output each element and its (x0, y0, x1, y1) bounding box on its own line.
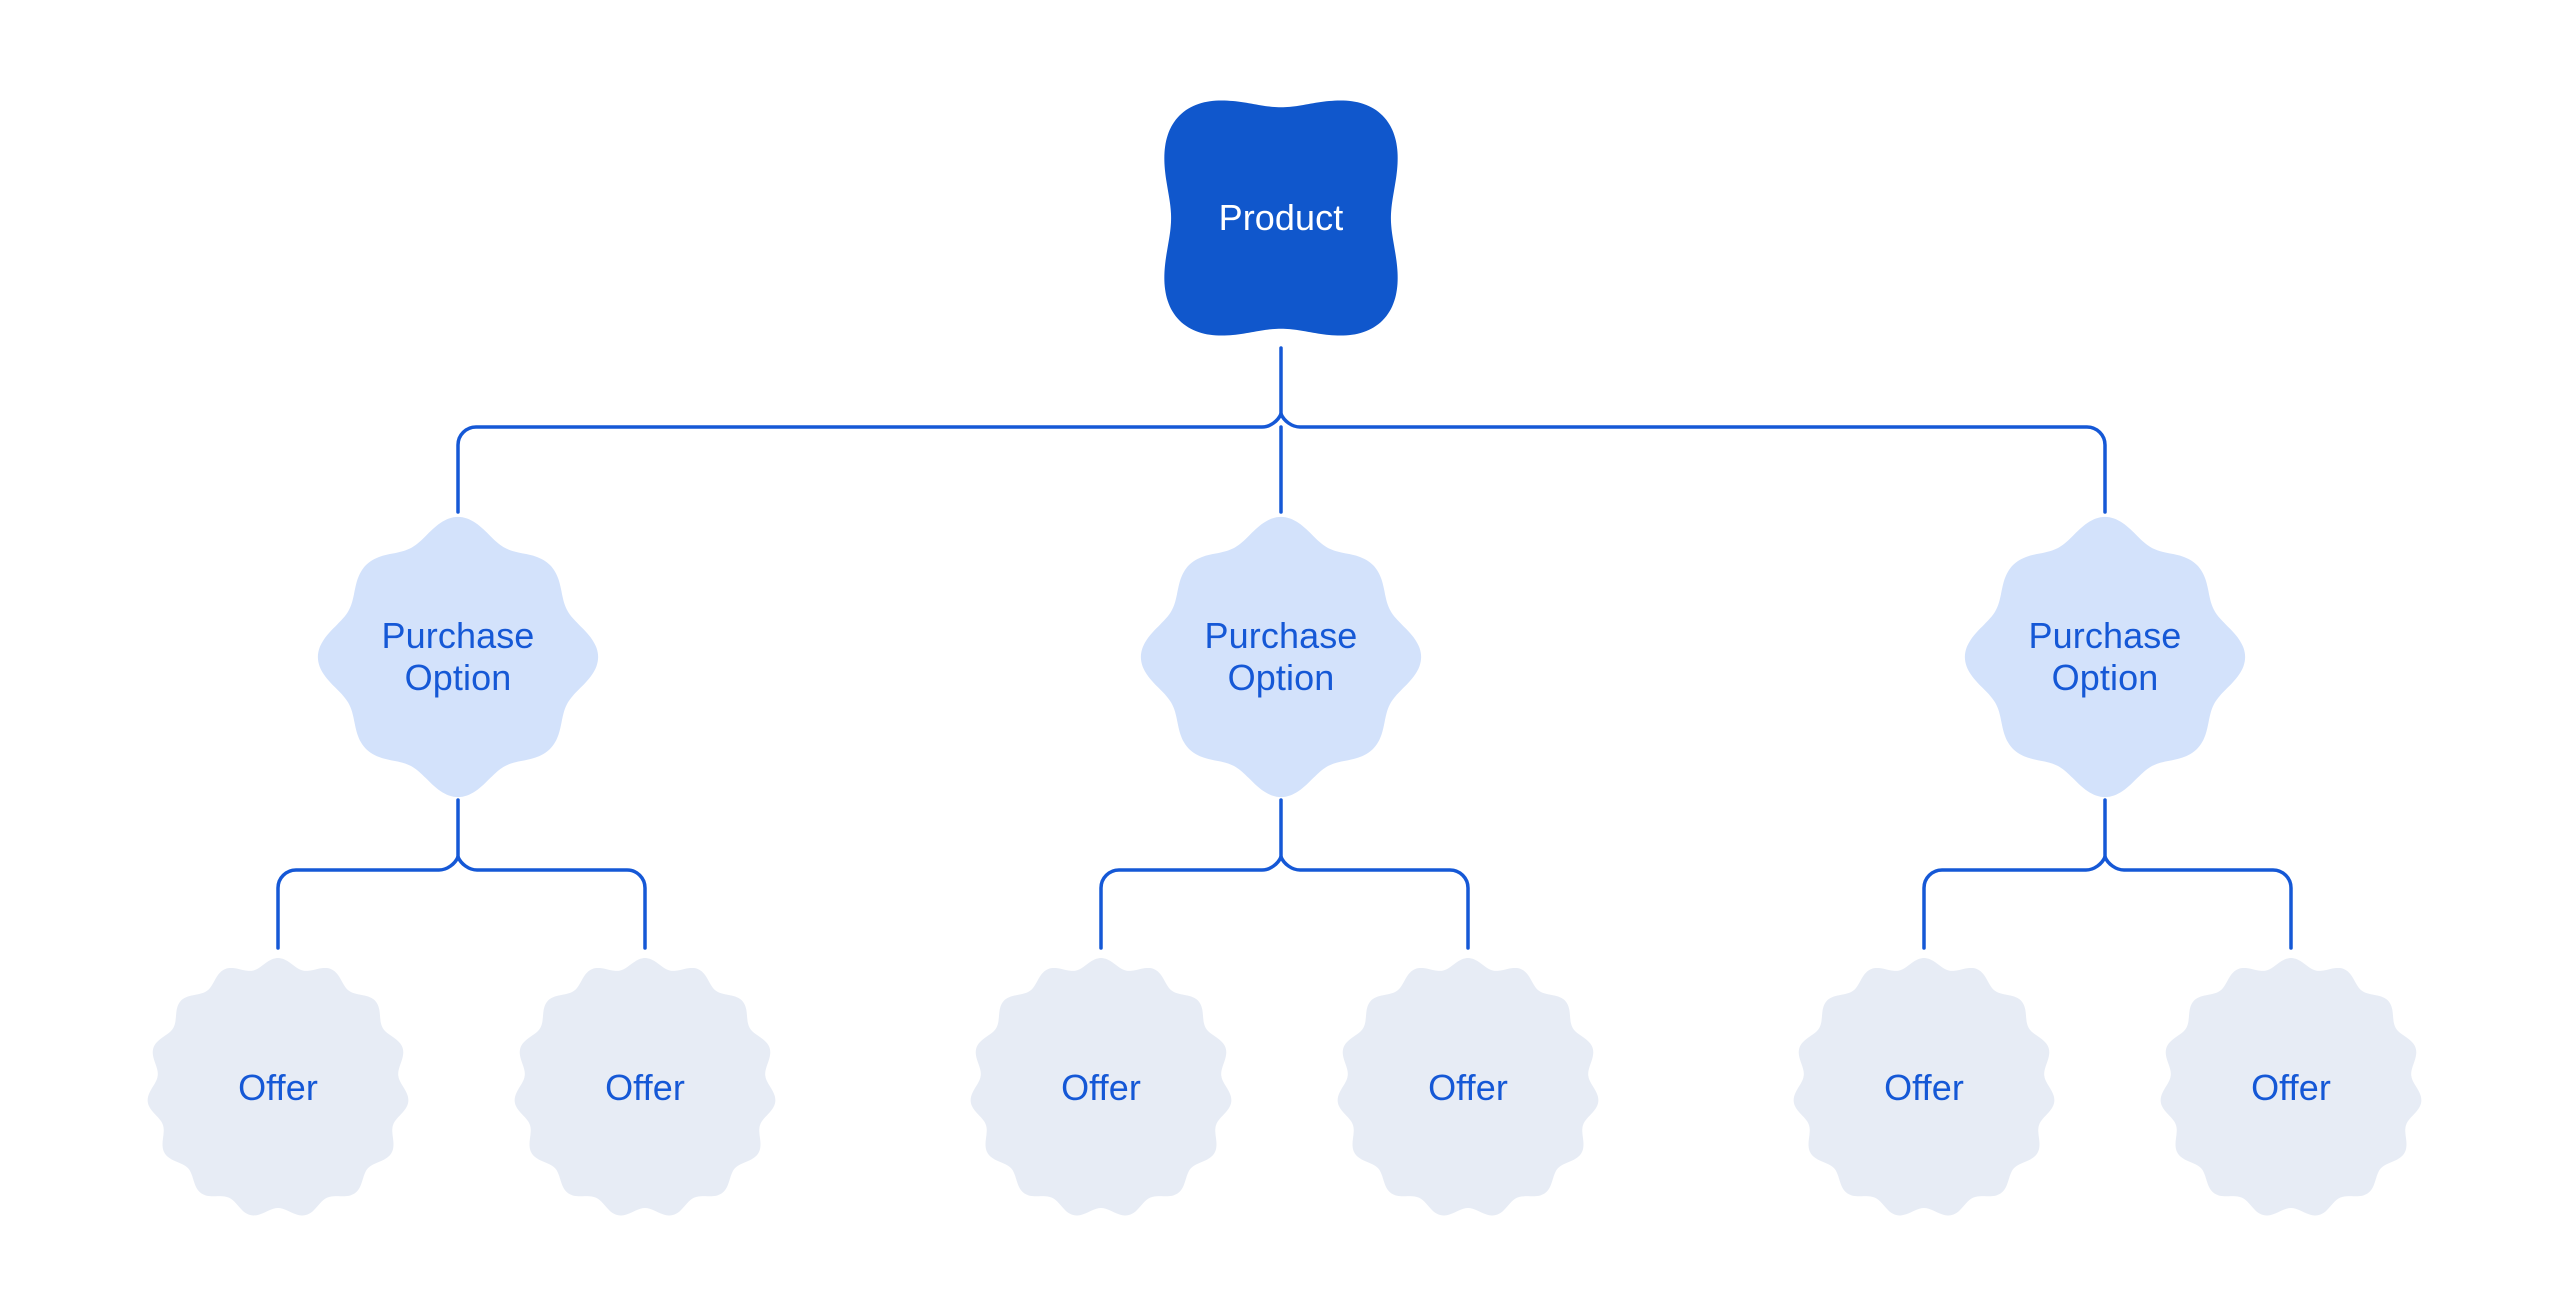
node-purchase-option-3-shape (1964, 516, 2246, 798)
node-offer-6-shape (2160, 957, 2422, 1216)
connector-option-3-to-offers-right (2103, 855, 2293, 950)
node-product[interactable]: Product (1150, 86, 1412, 350)
connector-option-2-to-offers-right (1279, 855, 1470, 950)
node-purchase-option-2[interactable]: Purchase Option (1136, 512, 1426, 802)
node-purchase-option-3[interactable]: Purchase Option (1960, 512, 2250, 802)
node-offer-4[interactable]: Offer (1334, 955, 1602, 1221)
node-product-shape (1164, 100, 1398, 336)
connector-option-2-to-offers-left (1099, 855, 1283, 950)
node-offer-2[interactable]: Offer (511, 955, 779, 1221)
node-offer-3[interactable]: Offer (967, 955, 1235, 1221)
node-offer-1[interactable]: Offer (144, 955, 412, 1221)
node-purchase-option-1-shape (317, 516, 599, 798)
node-offer-4-shape (1337, 957, 1599, 1216)
node-offer-5[interactable]: Offer (1790, 955, 2058, 1221)
node-offer-3-shape (970, 957, 1232, 1216)
connector-option-1-to-offers-left (276, 855, 460, 950)
node-purchase-option-2-shape (1140, 516, 1422, 798)
node-offer-5-shape (1793, 957, 2055, 1216)
connector-product-to-options-left (456, 412, 1283, 514)
node-offer-6[interactable]: Offer (2157, 955, 2425, 1221)
connector-option-1-to-offers-right (456, 855, 647, 950)
node-offer-2-shape (514, 957, 776, 1216)
node-purchase-option-1[interactable]: Purchase Option (313, 512, 603, 802)
connector-product-to-options-right (1279, 412, 2107, 514)
connector-option-3-to-offers-left (1922, 855, 2107, 950)
node-offer-1-shape (147, 957, 409, 1216)
